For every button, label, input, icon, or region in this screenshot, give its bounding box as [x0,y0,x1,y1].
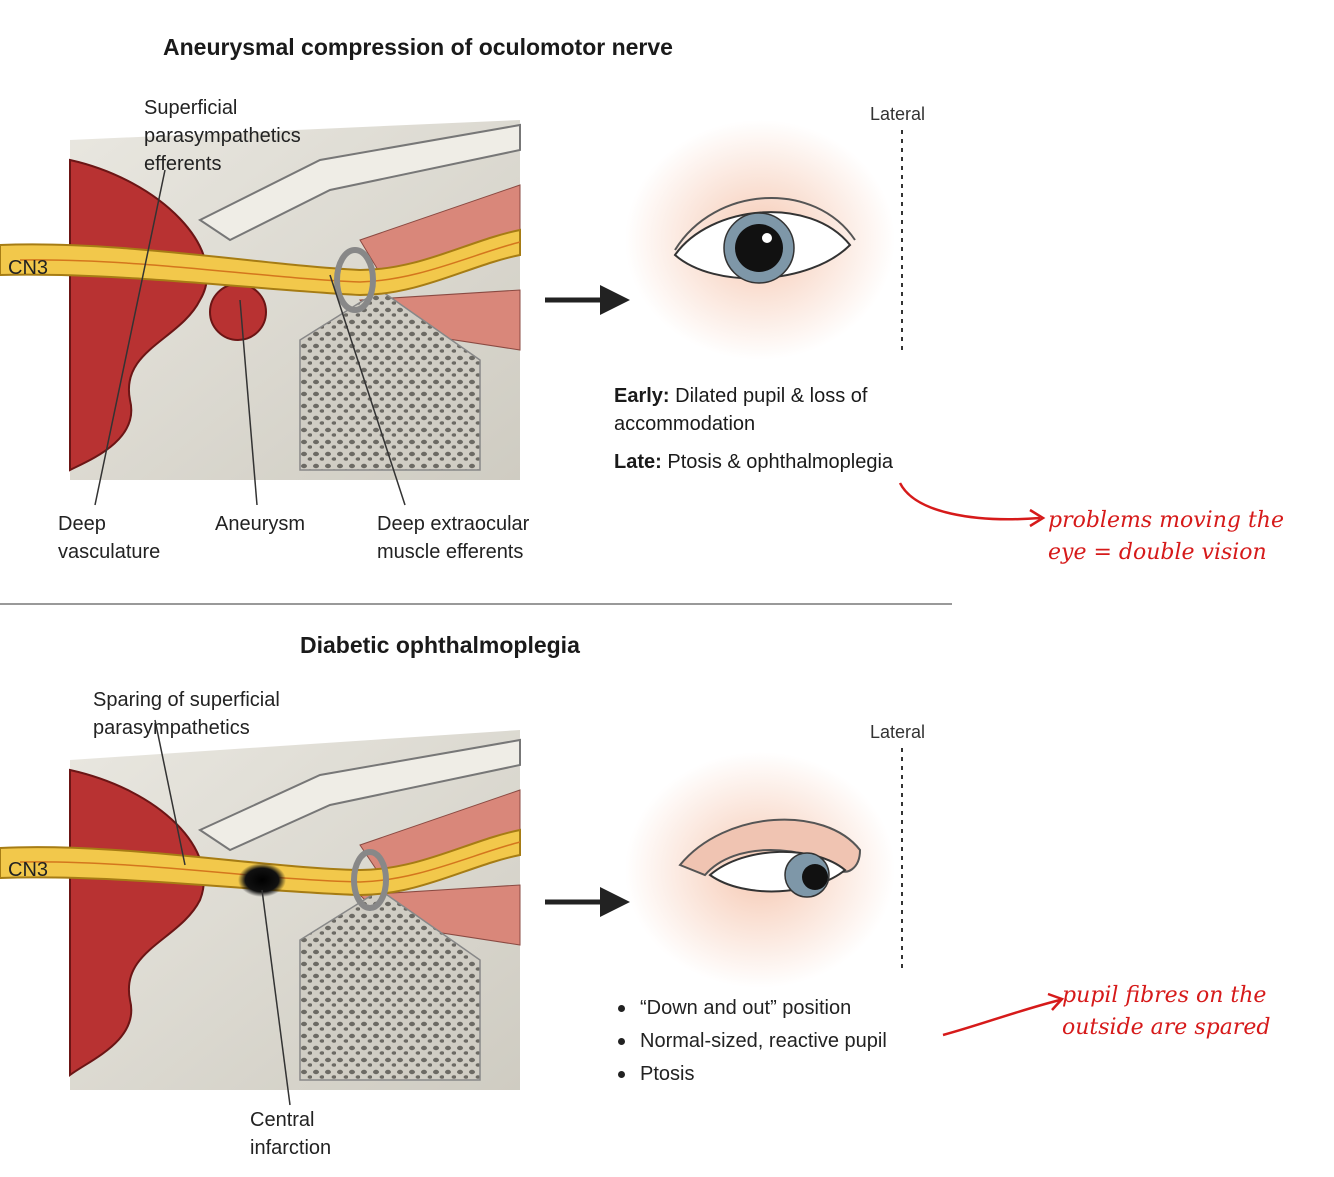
eye-dilated-pupil-illustration [625,120,895,360]
label-aneurysm: Aneurysm [215,513,306,535]
label-superficial-efferents: Superficial parasympathetics efferents [144,97,301,175]
label-sparing-superficial: Sparing of superficial parasympathetics [93,689,280,739]
lateral-dashed-line-bottom [901,748,903,973]
late-text: Ptosis & ophthalmoplegia [667,451,894,473]
lateral-dashed-line-top [901,130,903,355]
bottom-anatomy-illustration [0,719,521,1106]
list-item: “Down and out” position [614,992,887,1025]
list-item: Normal-sized, reactive pupil [614,1025,887,1058]
handwritten-note-top: problems moving the eye = double vision [1048,508,1284,565]
label-lateral-bottom: Lateral [870,722,926,742]
label-cn3-top: CN3 [8,257,49,279]
arrow-right-icon [545,887,630,917]
annotation-arrow-bottom [942,992,1065,1037]
top-anatomy-illustration [0,120,521,506]
list-item: Ptosis [614,1058,887,1091]
early-text: Dilated pupil & loss of accommodation [614,385,868,435]
top-title: Aneurysmal compression of oculomotor ner… [163,34,673,60]
handwritten-note-bottom: pupil fibres on the outside are spared [1062,983,1271,1040]
arrow-right-icon [545,285,630,315]
label-lateral-top: Lateral [870,104,926,124]
eye-down-and-out-illustration [625,752,895,988]
diabetic-findings-list: “Down and out” position Normal-sized, re… [614,992,887,1091]
section-divider [0,603,952,605]
late-description: Late: Ptosis & ophthalmoplegia [614,448,893,476]
late-label: Late: [614,451,662,473]
early-label: Early: [614,385,670,407]
bottom-title: Diabetic ophthalmoplegia [300,632,580,658]
early-description: Early: Dilated pupil & loss of accommoda… [614,382,934,438]
label-deep-eom-efferents: Deep extraocular muscle efferents [377,513,530,563]
label-deep-vasculature: Deep vasculature [58,513,161,563]
label-cn3-bottom: CN3 [8,859,49,881]
annotation-arrow-top [898,482,1046,528]
label-central-infarction: Central infarction [250,1109,332,1159]
